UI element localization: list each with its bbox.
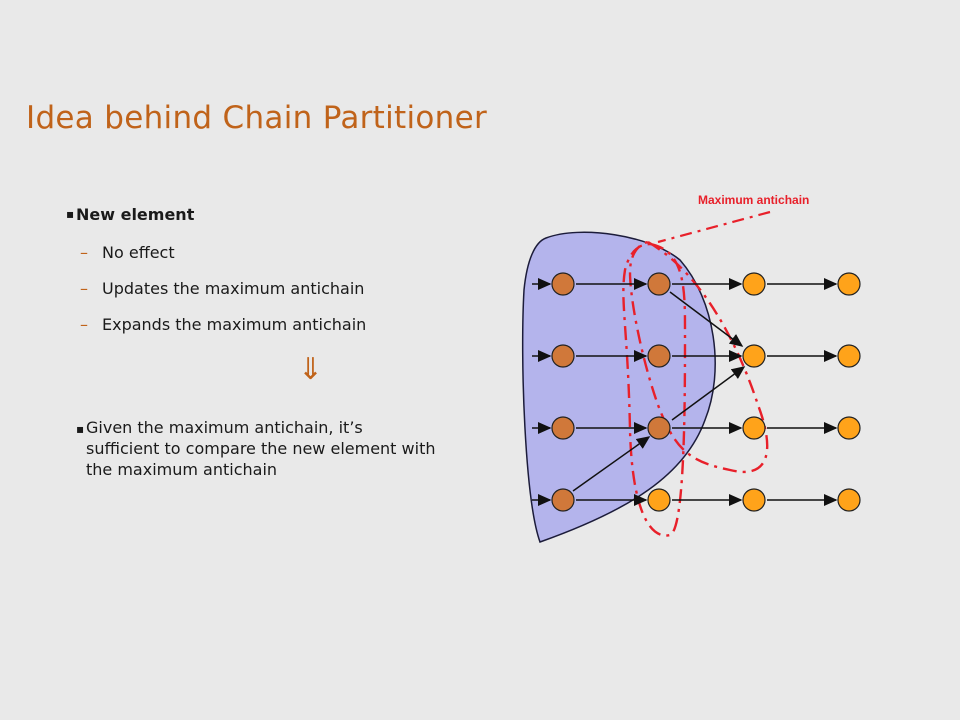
antichain-outlines xyxy=(622,240,769,537)
node xyxy=(647,488,671,512)
node xyxy=(837,488,861,512)
cross-edge xyxy=(572,436,651,492)
sub-bullet-text: Updates the maximum antichain xyxy=(102,279,365,298)
chain-region xyxy=(521,231,716,543)
node xyxy=(551,416,575,440)
cross-edge xyxy=(669,291,744,347)
label-pointer-line xyxy=(657,210,771,244)
dash-icon: – xyxy=(80,315,88,334)
sub-bullet-no-effect: – No effect xyxy=(80,243,175,262)
sub-bullet-text: Expands the maximum antichain xyxy=(102,315,367,334)
node xyxy=(551,344,575,368)
chain-partition-diagram: Maximum antichain xyxy=(521,193,861,543)
chain-edges xyxy=(532,278,838,506)
sub-bullet-expands: – Expands the maximum antichain xyxy=(80,315,367,334)
bullet-new-element: ▪ New element xyxy=(66,205,195,224)
sub-bullet-text: No effect xyxy=(102,243,175,262)
sub-bullet-updates: – Updates the maximum antichain xyxy=(80,279,365,298)
slide-title: Idea behind Chain Partitioner xyxy=(26,100,488,136)
dash-icon: – xyxy=(80,243,88,262)
node xyxy=(551,488,575,512)
antichain-outline-inner xyxy=(622,242,687,537)
dash-icon: – xyxy=(80,279,88,298)
node xyxy=(647,344,671,368)
node xyxy=(837,416,861,440)
node xyxy=(742,344,766,368)
nodes xyxy=(551,272,861,512)
node xyxy=(742,416,766,440)
antichain-label: Maximum antichain xyxy=(698,193,809,207)
node xyxy=(837,272,861,296)
bullet-text: New element xyxy=(76,205,195,224)
implies-arrow-icon: ⇓ xyxy=(298,352,324,387)
bullet-conclusion: ▪ Given the maximum antichain, it’s suff… xyxy=(76,417,436,480)
node xyxy=(742,272,766,296)
bullet-text: Given the maximum antichain, it’s suffic… xyxy=(86,418,436,479)
antichain-outline-middle xyxy=(628,240,769,473)
bullet-marker-icon: ▪ xyxy=(76,422,85,436)
cross-edge xyxy=(671,366,746,421)
node xyxy=(837,344,861,368)
node xyxy=(551,272,575,296)
node xyxy=(647,416,671,440)
node xyxy=(647,272,671,296)
node xyxy=(742,488,766,512)
bullet-marker-icon: ▪ xyxy=(66,207,75,221)
